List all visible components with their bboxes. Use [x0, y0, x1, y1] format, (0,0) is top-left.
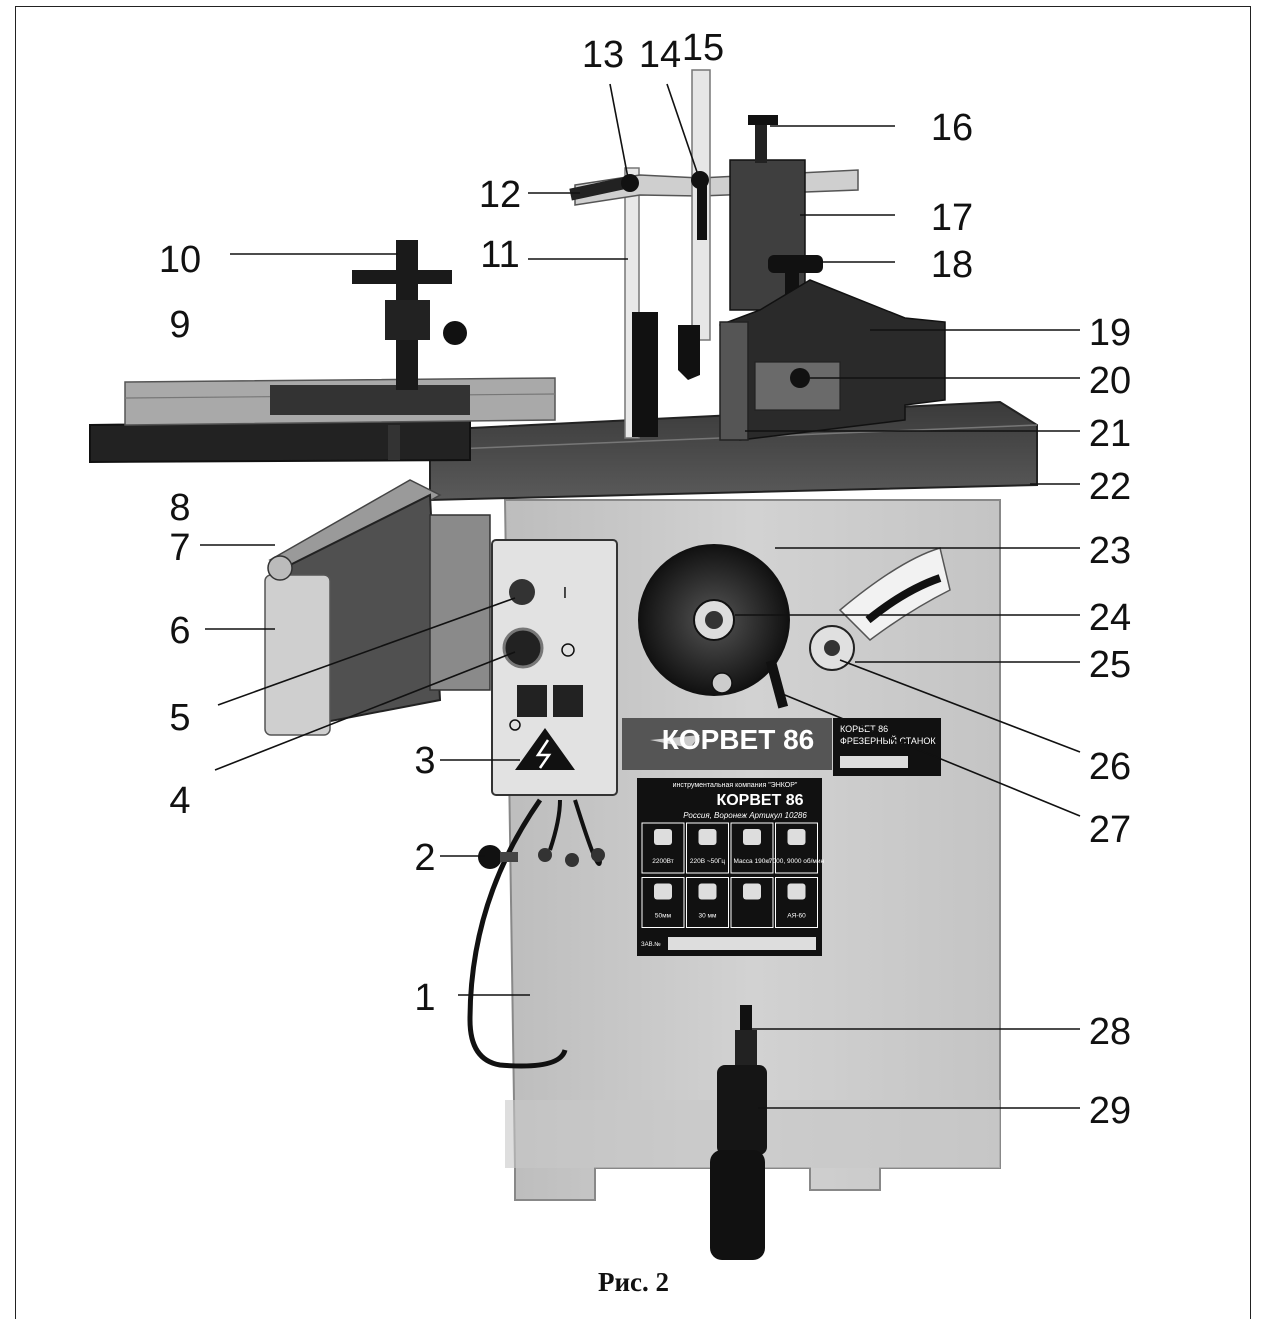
spec-cell — [730, 822, 774, 874]
callout-15: 15 — [682, 27, 724, 69]
spec-plate-model: КОРВЕТ 86 — [716, 792, 803, 809]
tilt-scale — [838, 547, 951, 641]
callout-18: 18 — [931, 244, 973, 286]
switch-on-mark: I — [563, 585, 567, 602]
clamp — [352, 240, 467, 460]
spec-plate-serial-label: ЗАВ.№ — [641, 941, 661, 948]
callout-12: 12 — [479, 174, 521, 216]
callout-6: 6 — [169, 610, 190, 652]
spec-cell — [641, 822, 685, 874]
callout-25: 25 — [1089, 644, 1131, 686]
spec-cell-label: 50мм — [655, 913, 672, 920]
sliding-carriage — [89, 377, 556, 464]
spec-cell-label: 220В ~50Гц — [690, 858, 726, 865]
spec-cell — [686, 822, 729, 874]
callout-16: 16 — [931, 107, 973, 149]
callout-23: 23 — [1089, 530, 1131, 572]
spec-cell — [686, 877, 729, 928]
control-box: I — [491, 539, 618, 796]
spec-plate-origin: Россия, Воронеж Артикул 10286 — [683, 811, 807, 820]
stop-button[interactable] — [509, 579, 535, 605]
spec-cell-icon — [743, 883, 761, 900]
spec-cell-label: 2200Вт — [652, 858, 674, 865]
spindle-head — [719, 279, 946, 441]
spec-cell — [730, 877, 774, 928]
figure-frame — [15, 6, 1251, 1319]
callout-11: 11 — [480, 234, 519, 276]
spec-cell-icon — [698, 829, 717, 845]
power-cable — [467, 798, 605, 1069]
spec-cell-icon — [743, 829, 761, 845]
spec-cell-icon — [698, 883, 717, 900]
spec-cell-icon — [654, 829, 672, 845]
side-plate-line1: КОРВЕТ 86 — [840, 724, 888, 734]
spec-cell — [775, 822, 818, 874]
start-button[interactable] — [502, 627, 544, 669]
callout-17: 17 — [931, 197, 973, 239]
spec-plate: инструментальная компания "ЭНКОР" КОРВЕТ… — [637, 778, 824, 956]
side-plate: КОРВЕТ 86 ФРЕЗЕРНЫЙ СТАНОК — [833, 718, 941, 776]
spec-cell-icon — [787, 883, 806, 900]
callout-26: 26 — [1089, 746, 1131, 788]
callout-20: 20 — [1089, 360, 1131, 402]
guard-assembly — [569, 69, 859, 439]
goggles-warning-icon — [517, 685, 547, 717]
callout-4: 4 — [169, 780, 190, 822]
callout-29: 29 — [1089, 1090, 1131, 1132]
callout-19: 19 — [1089, 312, 1131, 354]
spec-cell-label: Масса 190кг — [733, 858, 771, 865]
callout-8: 8 — [169, 487, 190, 529]
ear-protection-icon — [553, 685, 583, 717]
callout-9: 9 — [169, 304, 190, 346]
callout-10: 10 — [159, 239, 201, 281]
figure-caption: Рис. 2 — [597, 1267, 670, 1297]
callout-27: 27 — [1089, 809, 1131, 851]
spec-cell — [641, 877, 685, 928]
brand-banner-text: КОРВЕТ 86 — [662, 724, 814, 755]
leader-lines — [200, 83, 1081, 1109]
callout-5: 5 — [169, 697, 190, 739]
extension-rail — [264, 479, 491, 736]
spec-plate-company: инструментальная компания "ЭНКОР" — [673, 782, 798, 789]
callout-numbers: 1 2 3 4 5 6 7 8 9 10 11 12 13 14 15 16 1… — [159, 27, 1131, 1132]
serial-field — [668, 937, 816, 950]
side-plate-line2: ФРЕЗЕРНЫЙ СТАНОК — [840, 735, 936, 746]
brand-banner: КОРВЕТ 86 — [622, 718, 832, 770]
callout-7: 7 — [169, 527, 190, 569]
caster-wheel — [710, 1005, 767, 1260]
high-voltage-icon — [515, 728, 575, 770]
lock-knob[interactable] — [478, 845, 518, 869]
spec-cell-label: 7000, 9000 об/мин — [769, 857, 825, 865]
callout-22: 22 — [1089, 466, 1131, 508]
callout-28: 28 — [1089, 1011, 1131, 1053]
callout-14: 14 — [639, 34, 681, 76]
spec-cell-icon — [787, 829, 806, 845]
height-handwheel[interactable] — [638, 544, 790, 696]
callout-2: 2 — [414, 837, 435, 879]
spec-cell-label: 30 мм — [699, 913, 718, 920]
callout-3: 3 — [414, 740, 435, 782]
callout-1: 1 — [414, 977, 435, 1019]
callout-21: 21 — [1089, 413, 1131, 455]
tilt-lock-knob[interactable] — [765, 625, 855, 709]
spec-cell-label: АЯ-60 — [787, 913, 806, 920]
spec-cell — [775, 877, 818, 928]
power-indicator — [561, 643, 575, 657]
callout-13: 13 — [582, 34, 624, 76]
spec-cell-icon — [654, 883, 672, 900]
callout-24: 24 — [1089, 597, 1131, 639]
